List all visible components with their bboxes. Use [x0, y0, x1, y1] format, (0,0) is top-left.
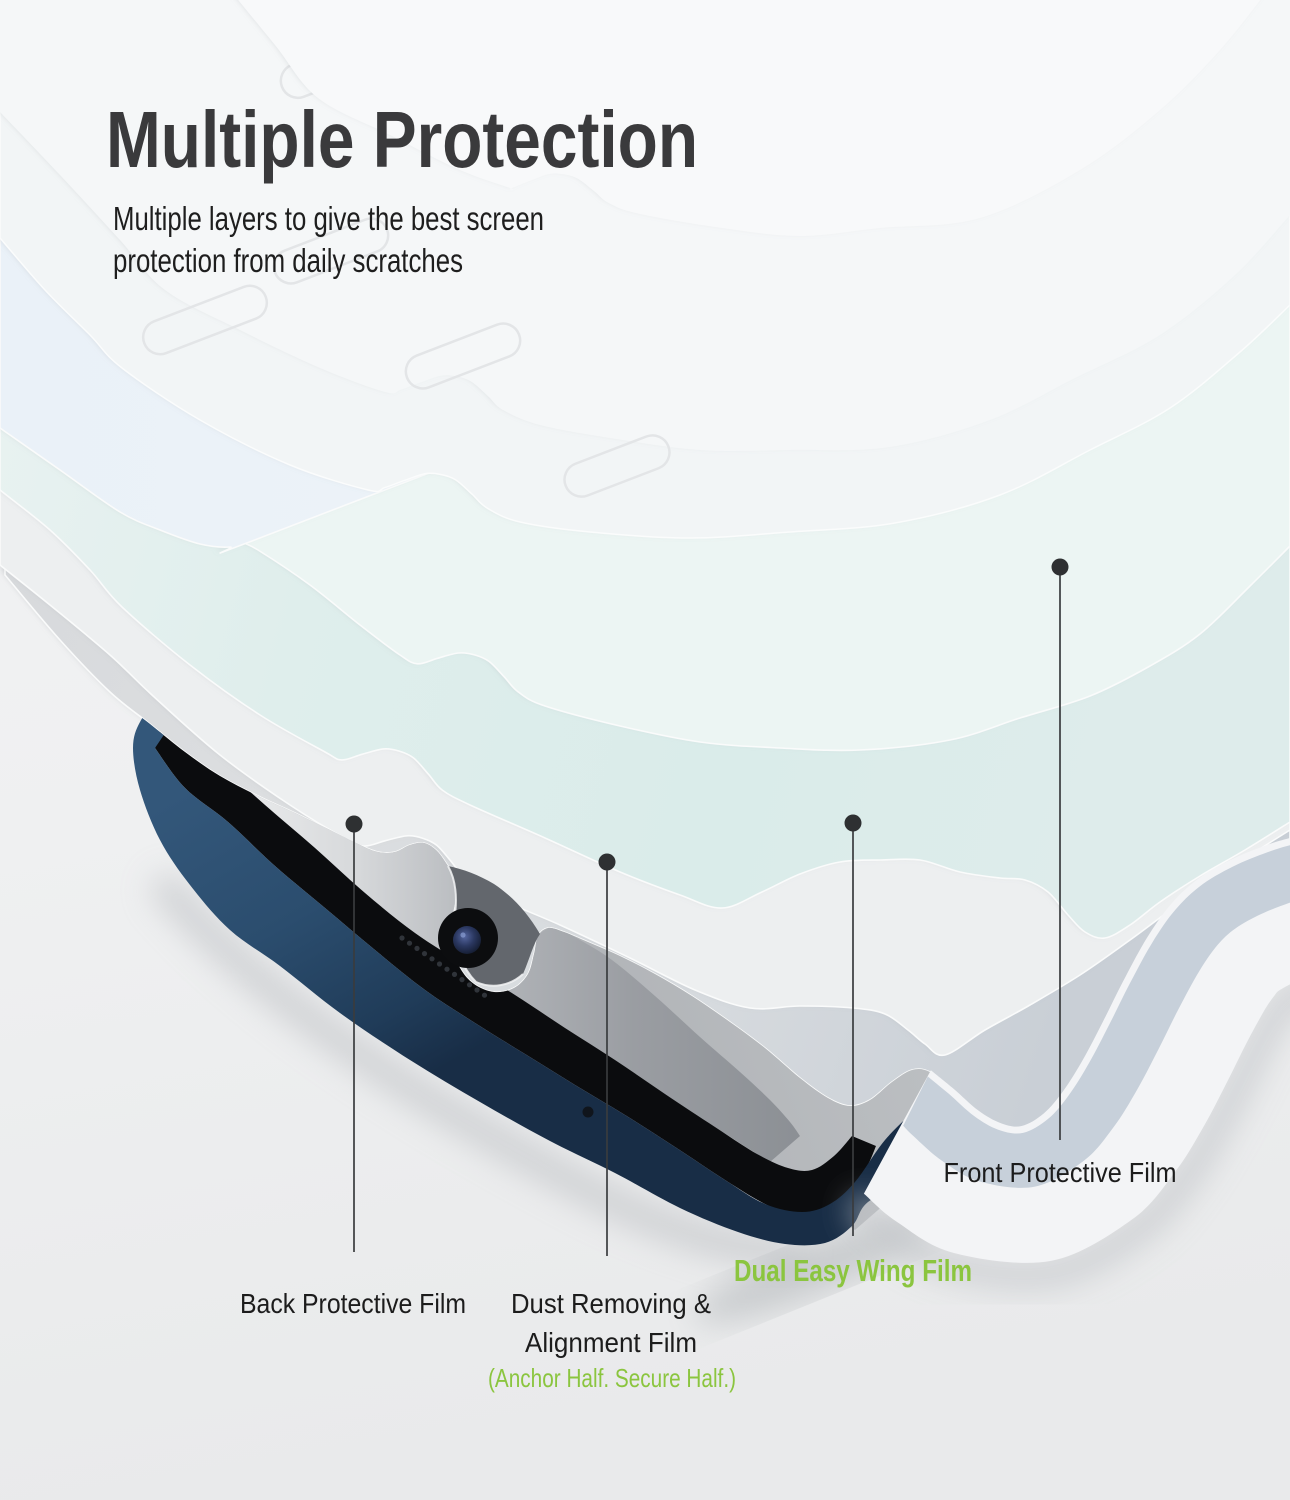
- svg-text:Dual Easy Wing Film: Dual Easy Wing Film: [734, 1253, 972, 1288]
- svg-text:protection from daily scratche: protection from daily scratches: [113, 242, 463, 279]
- svg-text:Front Protective Film: Front Protective Film: [944, 1157, 1177, 1188]
- svg-text:(Anchor Half. Secure Half.): (Anchor Half. Secure Half.): [488, 1363, 736, 1393]
- svg-text:Dust Removing &: Dust Removing &: [511, 1288, 711, 1319]
- svg-text:Back Protective Film: Back Protective Film: [240, 1288, 466, 1319]
- svg-text:Multiple layers to give the be: Multiple layers to give the best screen: [113, 200, 544, 237]
- svg-text:Alignment Film: Alignment Film: [525, 1327, 697, 1358]
- svg-text:Multiple Protection: Multiple Protection: [106, 95, 698, 184]
